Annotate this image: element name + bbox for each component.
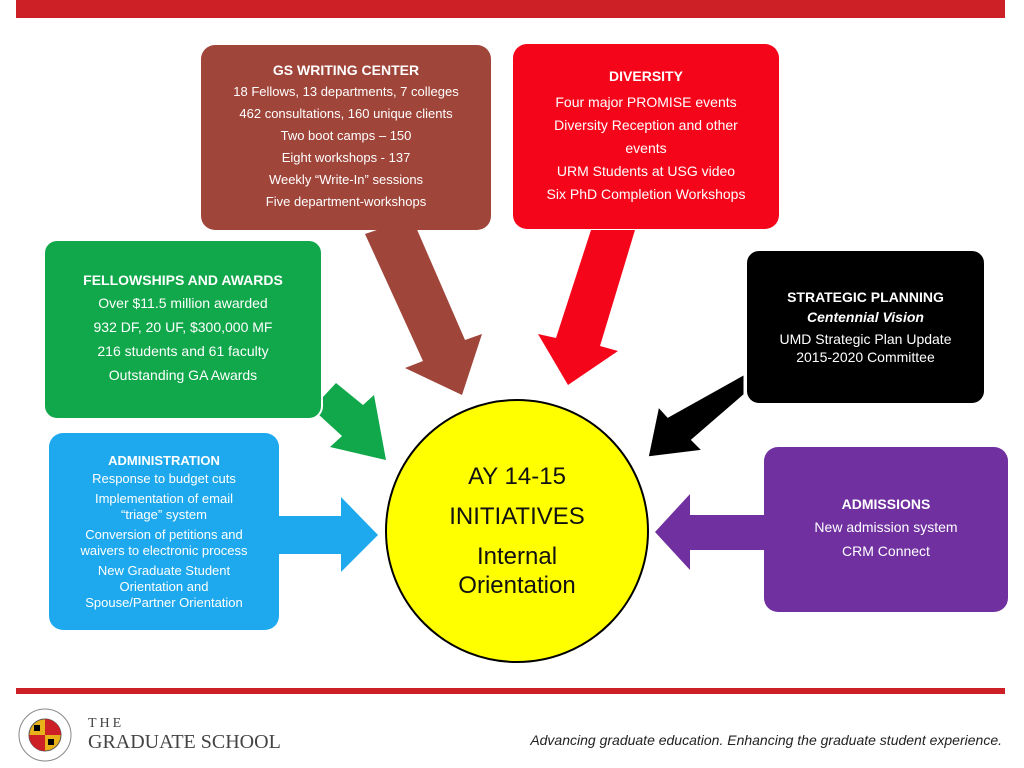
admissions-line: CRM Connect <box>842 543 930 559</box>
administration-line: Orientation and <box>119 578 209 594</box>
arrow-diversity <box>538 230 635 385</box>
fellowships-box: FELLOWSHIPS AND AWARDS Over $11.5 millio… <box>43 239 323 420</box>
diversity-title: DIVERSITY <box>609 67 683 84</box>
diversity-line: events <box>625 139 667 156</box>
administration-box: ADMINISTRATION Response to budget cuts I… <box>49 433 279 630</box>
strategic-title: STRATEGIC PLANNING <box>787 288 944 305</box>
fellowships-line: Outstanding GA Awards <box>108 367 258 383</box>
fellowships-title: FELLOWSHIPS AND AWARDS <box>83 272 283 288</box>
top-accent-bar <box>16 0 1005 18</box>
writing-center-line: Weekly “Write-In” sessions <box>268 172 424 187</box>
arrow-administration <box>279 497 378 572</box>
administration-line: waivers to electronic process <box>80 542 248 558</box>
administration-line: Spouse/Partner Orientation <box>85 594 243 610</box>
arrow-fellowships <box>318 383 386 460</box>
strategic-line: 2015-2020 Committee <box>796 348 935 365</box>
writing-center-line: Two boot camps – 150 <box>280 128 412 143</box>
writing-center-line: Five department-workshops <box>265 194 427 209</box>
writing-center-box: GS WRITING CENTER 18 Fellows, 13 departm… <box>201 45 491 230</box>
administration-line: “triage” system <box>121 506 207 522</box>
writing-center-title: GS WRITING CENTER <box>272 62 420 78</box>
diversity-box: DIVERSITY Four major PROMISE events Dive… <box>513 44 779 229</box>
diversity-line: Four major PROMISE events <box>555 93 737 110</box>
bottom-accent-bar <box>16 688 1005 694</box>
administration-line: Response to budget cuts <box>92 470 236 486</box>
diversity-line: Diversity Reception and other <box>554 116 738 133</box>
center-initiatives-circle: AY 14-15 INITIATIVES Internal Orientatio… <box>385 399 649 663</box>
admissions-box: ADMISSIONS New admission system CRM Conn… <box>764 447 1008 612</box>
fellowships-line: 216 students and 61 faculty <box>97 343 269 359</box>
center-orientation: Orientation <box>458 572 576 599</box>
strategic-planning-box: STRATEGIC PLANNING Centennial Vision UMD… <box>745 249 986 405</box>
diversity-line: URM Students at USG video <box>556 162 736 179</box>
administration-line: Conversion of petitions and <box>85 526 243 542</box>
strategic-line: UMD Strategic Plan Update <box>779 330 952 347</box>
university-seal-logo <box>18 708 72 762</box>
administration-line: Implementation of email <box>94 490 233 506</box>
arrow-admissions <box>655 494 764 570</box>
arrow-strategic <box>645 370 747 460</box>
administration-line: New Graduate Student <box>97 562 231 578</box>
administration-title: ADMINISTRATION <box>108 452 220 468</box>
writing-center-line: 18 Fellows, 13 departments, 7 colleges <box>233 84 459 99</box>
writing-center-line: Eight workshops - 137 <box>281 150 411 165</box>
footer-tagline: Advancing graduate education. Enhancing … <box>530 732 1002 748</box>
diversity-line: Six PhD Completion Workshops <box>546 185 746 202</box>
logo-the-text: THE <box>88 716 125 731</box>
center-year: AY 14-15 <box>468 463 566 490</box>
admissions-line: New admission system <box>814 519 958 535</box>
strategic-line: Centennial Vision <box>807 308 924 325</box>
logo-graduate-school-text: GRADUATE SCHOOL <box>88 731 281 753</box>
writing-center-line: 462 consultations, 160 unique clients <box>239 106 453 121</box>
fellowships-line: 932 DF, 20 UF, $300,000 MF <box>93 319 273 335</box>
arrow-writing-center <box>365 218 482 395</box>
fellowships-line: Over $11.5 million awarded <box>98 295 268 311</box>
admissions-title: ADMISSIONS <box>841 496 931 512</box>
center-internal: Internal <box>476 543 558 570</box>
center-initiatives: INITIATIVES <box>449 503 585 530</box>
